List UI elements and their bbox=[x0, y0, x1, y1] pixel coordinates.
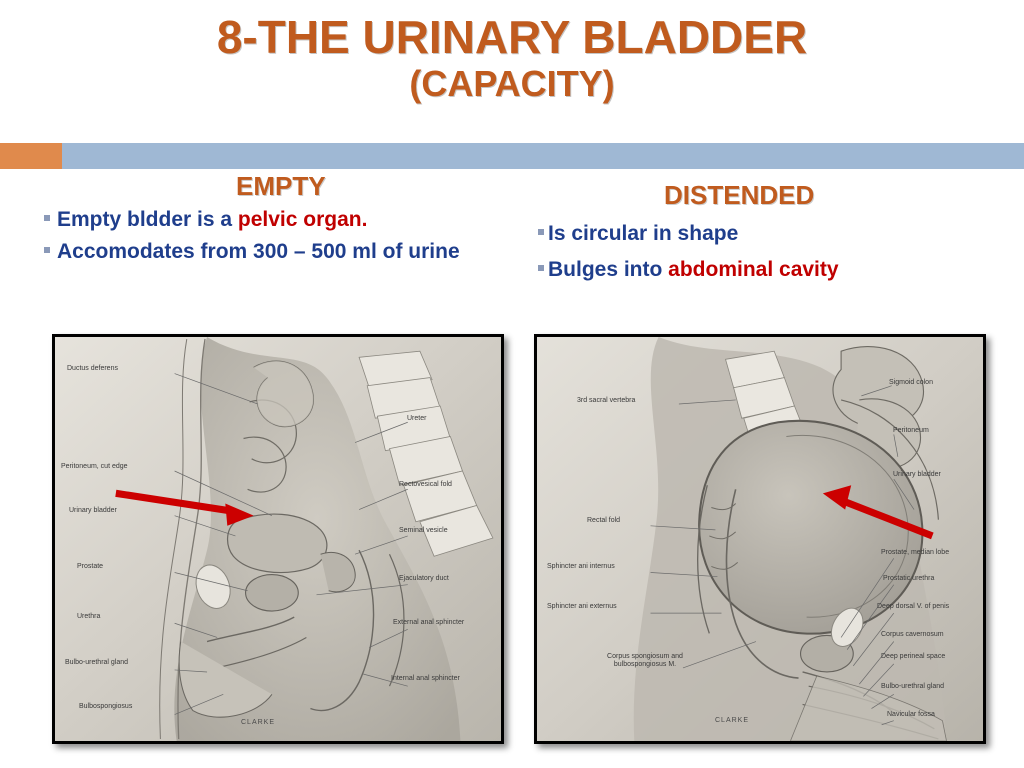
bullet-text: Accomodates from 300 – 500 ml of urine bbox=[57, 239, 460, 263]
figure-label: Corpus spongiosum and bulbospongiosus M. bbox=[607, 653, 683, 669]
bullet-text: Is circular in shape bbox=[548, 222, 739, 245]
page-subtitle: (CAPACITY) bbox=[409, 63, 615, 104]
anatomy-illustration-empty: Ductus deferens Peritoneum, cut edge Uri… bbox=[55, 337, 501, 741]
red-arrow-indicator bbox=[115, 489, 254, 526]
column-heading-distended: DISTENDED bbox=[664, 180, 815, 210]
figure-label: Ductus deferens bbox=[67, 365, 118, 372]
figure-label: Sphincter ani internus bbox=[547, 563, 615, 570]
page-title: 8-THE URINARY BLADDER bbox=[216, 11, 808, 63]
figure-label: Peritoneum bbox=[893, 427, 929, 434]
decorative-bar bbox=[0, 143, 1024, 169]
anatomy-illustration-distended: 3rd sacral vertebra Rectal fold Sphincte… bbox=[537, 337, 983, 741]
figure-label: Prostatic urethra bbox=[883, 575, 935, 582]
list-item: Accomodates from 300 – 500 ml of urine bbox=[44, 239, 524, 266]
figure-label: Sphincter ani externus bbox=[547, 603, 617, 610]
figure-label: Seminal vesicle bbox=[399, 527, 448, 534]
figure-label: Internal anal sphincter bbox=[391, 675, 460, 682]
figure-label: Deep perineal space bbox=[881, 653, 946, 660]
figure-label: Deep dorsal V. of penis bbox=[877, 603, 950, 610]
figure-label: Rectal fold bbox=[587, 517, 621, 524]
figure-label: Urinary bladder bbox=[893, 471, 941, 478]
bullet-square-icon bbox=[538, 265, 544, 272]
figure-label: Ureter bbox=[407, 415, 427, 422]
column-heading-empty: EMPTY bbox=[236, 171, 326, 201]
bullet-text: Bulges into bbox=[548, 257, 669, 281]
bullet-square-icon bbox=[44, 247, 50, 254]
bullet-text-highlight: abdominal cavity bbox=[668, 257, 839, 281]
decorative-bar-blue bbox=[62, 143, 1024, 169]
figure-panel-empty: Ductus deferens Peritoneum, cut edge Uri… bbox=[52, 334, 504, 744]
figure-label: External anal sphincter bbox=[393, 619, 465, 626]
bullet-list-empty: Empty bldder is a pelvic organ. Accomoda… bbox=[44, 207, 524, 271]
figure-label: Prostate, median lobe bbox=[881, 549, 950, 556]
figure-label: Bulbospongiosus bbox=[79, 703, 133, 710]
figure-panel-distended: 3rd sacral vertebra Rectal fold Sphincte… bbox=[534, 334, 986, 744]
list-item: Is circular in shape bbox=[538, 221, 988, 248]
title-block: 8-THE URINARY BLADDER (CAPACITY) bbox=[0, 14, 1024, 104]
anatomy-svg-distended bbox=[537, 337, 983, 741]
figure-label: Rectovesical fold bbox=[399, 481, 452, 488]
bullet-list-distended: Is circular in shape Bulges into abdomin… bbox=[538, 221, 988, 293]
figure-signature: CLARKE bbox=[241, 719, 276, 726]
bullet-square-icon bbox=[44, 215, 50, 222]
figure-label: Prostate bbox=[77, 563, 104, 570]
bullet-text-highlight: pelvic organ. bbox=[237, 208, 368, 231]
figure-label: 3rd sacral vertebra bbox=[577, 397, 636, 404]
figure-label: Navicular fossa bbox=[887, 711, 935, 718]
figure-label: Urethra bbox=[77, 613, 101, 620]
decorative-bar-orange bbox=[0, 143, 62, 169]
figure-label: Bulbo-urethral gland bbox=[881, 683, 945, 690]
figure-label: Ejaculatory duct bbox=[399, 575, 449, 582]
anatomy-svg-empty bbox=[55, 337, 501, 741]
figure-label: Urinary bladder bbox=[69, 507, 117, 514]
figure-label: Bulbo-urethral gland bbox=[65, 659, 129, 666]
figure-signature: CLARKE bbox=[715, 717, 750, 724]
figure-label: Sigmoid colon bbox=[889, 379, 933, 386]
bullet-text: Empty bldder is a bbox=[57, 208, 238, 231]
figure-label: Peritoneum, cut edge bbox=[61, 463, 128, 470]
list-item: Bulges into abdominal cavity bbox=[538, 257, 988, 284]
red-arrow-indicator bbox=[822, 485, 934, 540]
figure-label: Corpus cavernosum bbox=[881, 631, 944, 638]
list-item: Empty bldder is a pelvic organ. bbox=[44, 207, 524, 234]
bullet-square-icon bbox=[538, 229, 544, 236]
